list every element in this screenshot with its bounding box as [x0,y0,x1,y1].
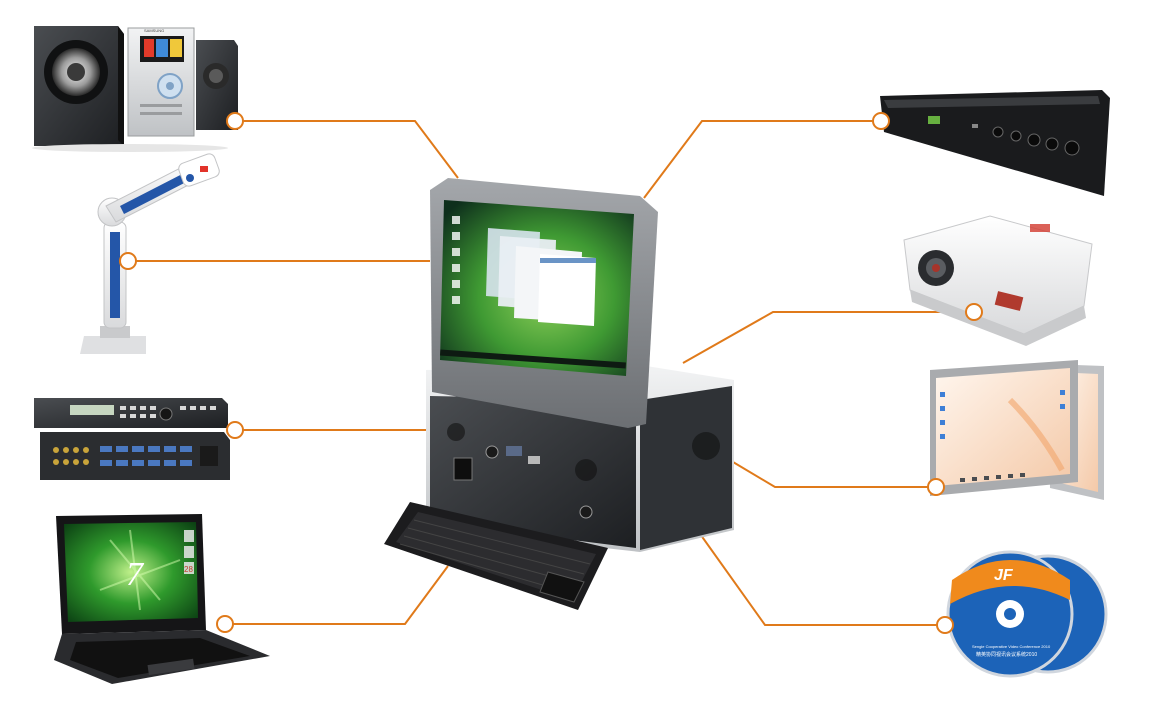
interactive-whiteboard-icon [930,360,1104,500]
laptop-os-logo: 7 [126,556,145,593]
desktop-icons [452,216,460,304]
laptop-icon: 7 28 [54,514,270,684]
keyboard-icon [384,502,608,610]
projector-icon [903,215,1093,346]
connector-lines [136,120,968,626]
ring-laptop [216,615,234,633]
video-recorder-icon [880,90,1110,196]
connector-stereo [243,120,459,179]
ring-recorder [872,112,890,130]
disc-title-english: Sengle Cooperative Video Conference 2010 [972,644,1051,649]
software-disc-icon: JF Sengle Cooperative Video Conference 2… [946,550,1108,678]
conference-terminal-icon [426,178,734,552]
stereo-brand-label: SAMSUNG [144,28,164,33]
ring-stereo [226,112,244,130]
connector-rings [119,112,983,634]
ring-projector [965,303,983,321]
connector-disc [682,509,938,626]
connector-recorder [643,120,880,199]
ring-whiteboard [927,478,945,496]
ring-document-camera [119,252,137,270]
disc-title-chinese: 精英协同视讯会议系统2010 [976,651,1037,658]
desktop-windows [486,228,596,326]
connector-laptop [232,565,449,625]
ring-av-switcher [226,421,244,439]
stereo-system-icon: SAMSUNG [32,26,238,152]
ring-disc [936,616,954,634]
document-camera-icon [80,153,220,354]
connector-projector [682,311,968,364]
laptop-date-tile: 28 [184,565,193,574]
disc-logo: JF [994,567,1014,584]
connector-whiteboard [732,461,930,488]
av-matrix-switcher-icon [34,398,230,480]
